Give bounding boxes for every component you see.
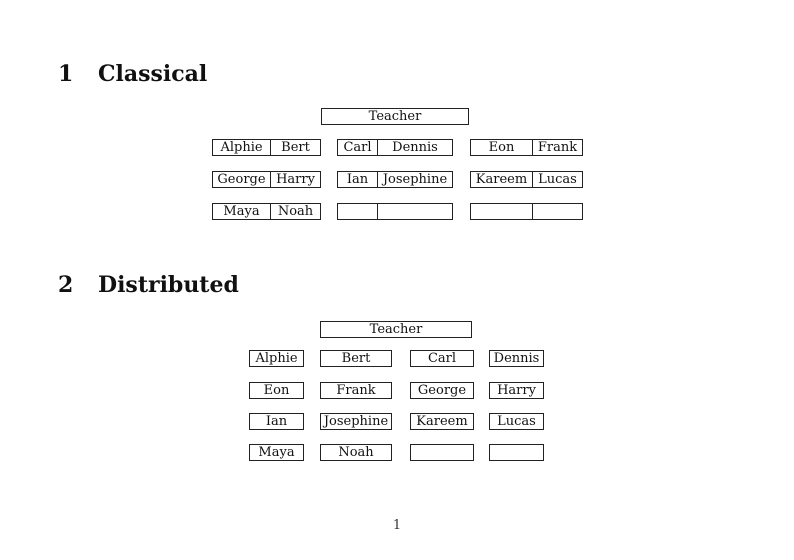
seat-box: Noah [320, 444, 392, 461]
seat-empty [338, 204, 377, 219]
section-heading-distributed: 2 Distributed [58, 274, 239, 296]
seat: Ian [346, 172, 369, 187]
seat: Kareem [475, 172, 528, 187]
seat-empty [471, 204, 532, 219]
seat-box-empty [410, 444, 474, 461]
seat-box: Lucas [489, 413, 544, 430]
seat-box: Josephine [320, 413, 392, 430]
desk-2seat: Carl Dennis [337, 139, 453, 156]
seat-box: Maya [249, 444, 304, 461]
desk-2seat: Maya Noah [212, 203, 321, 220]
seat-box-empty [489, 444, 544, 461]
seat-box: Frank [320, 382, 392, 399]
desk-2seat-empty [337, 203, 453, 220]
seat: Eon [488, 140, 515, 155]
seat: George [217, 172, 266, 187]
seat-box: George [410, 382, 474, 399]
desk-2seat: Eon Frank [470, 139, 583, 156]
teacher-box: Teacher [320, 321, 472, 338]
section-number: 1 [58, 61, 74, 87]
seat-empty [377, 204, 452, 219]
desk-2seat: Ian Josephine [337, 171, 453, 188]
section-number: 2 [58, 272, 74, 298]
seat-box: Carl [410, 350, 474, 367]
seat-box: Ian [249, 413, 304, 430]
seat: Noah [270, 204, 320, 219]
seat: Lucas [532, 172, 582, 187]
seat: Frank [532, 140, 582, 155]
seat-box: Harry [489, 382, 544, 399]
desk-2seat: George Harry [212, 171, 321, 188]
seat: Josephine [377, 172, 452, 187]
desk-2seat: Alphie Bert [212, 139, 321, 156]
teacher-box: Teacher [321, 108, 469, 125]
section-heading-classical: 1 Classical [58, 63, 207, 85]
section-title: Classical [98, 61, 208, 87]
seat: Harry [270, 172, 320, 187]
seat-box: Bert [320, 350, 392, 367]
section-title: Distributed [98, 272, 239, 298]
seat: Carl [343, 140, 372, 155]
seat-box: Alphie [249, 350, 304, 367]
seat-box: Dennis [489, 350, 544, 367]
seat-empty [532, 204, 582, 219]
seat: Bert [270, 140, 320, 155]
seat: Alphie [220, 140, 263, 155]
desk-2seat-empty [470, 203, 583, 220]
desk-2seat: Kareem Lucas [470, 171, 583, 188]
seat-box: Kareem [410, 413, 474, 430]
seat: Dennis [377, 140, 452, 155]
seat-box: Eon [249, 382, 304, 399]
page-number: 1 [392, 518, 402, 533]
seat: Maya [223, 204, 260, 219]
